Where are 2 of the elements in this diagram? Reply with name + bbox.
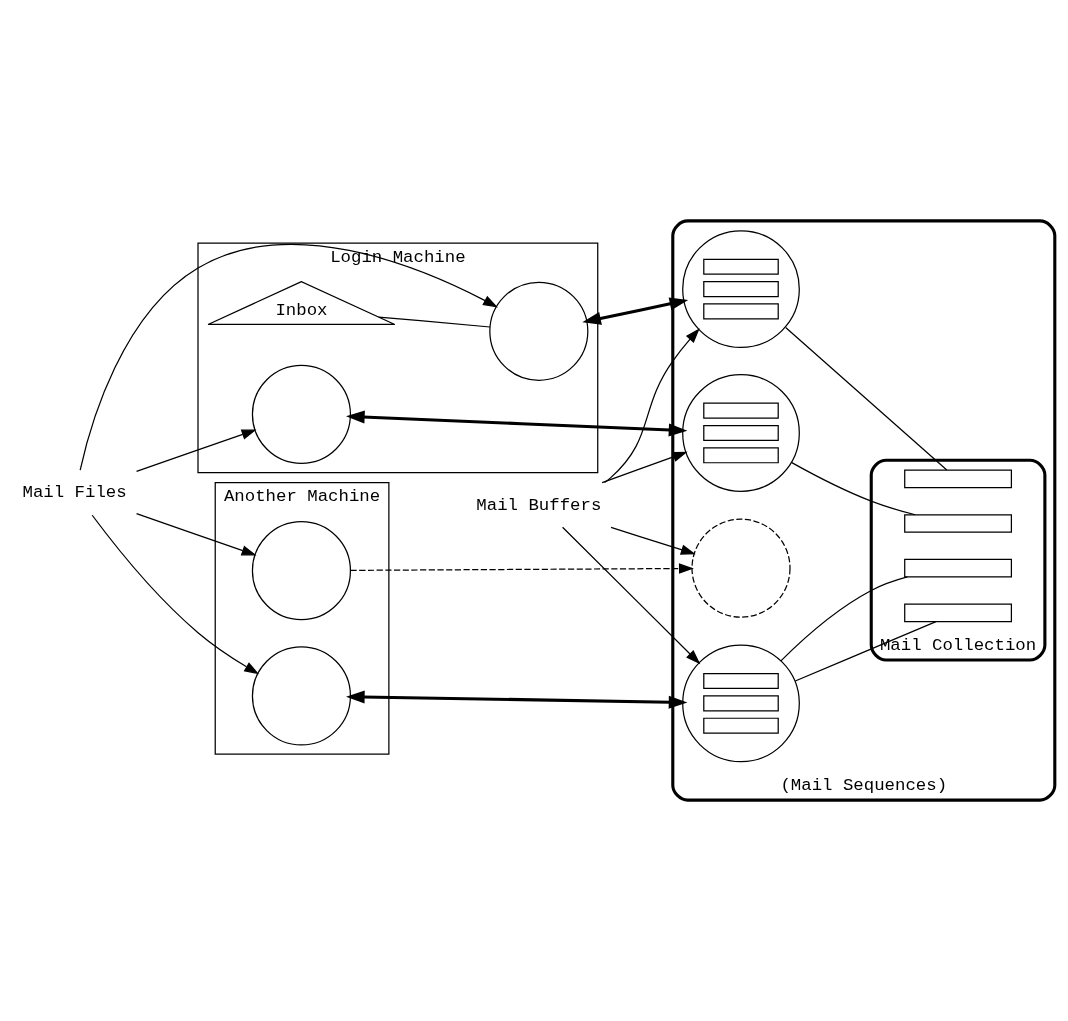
node-text: Mail Buffers (476, 495, 602, 515)
node-text: Mail Files (22, 483, 127, 503)
